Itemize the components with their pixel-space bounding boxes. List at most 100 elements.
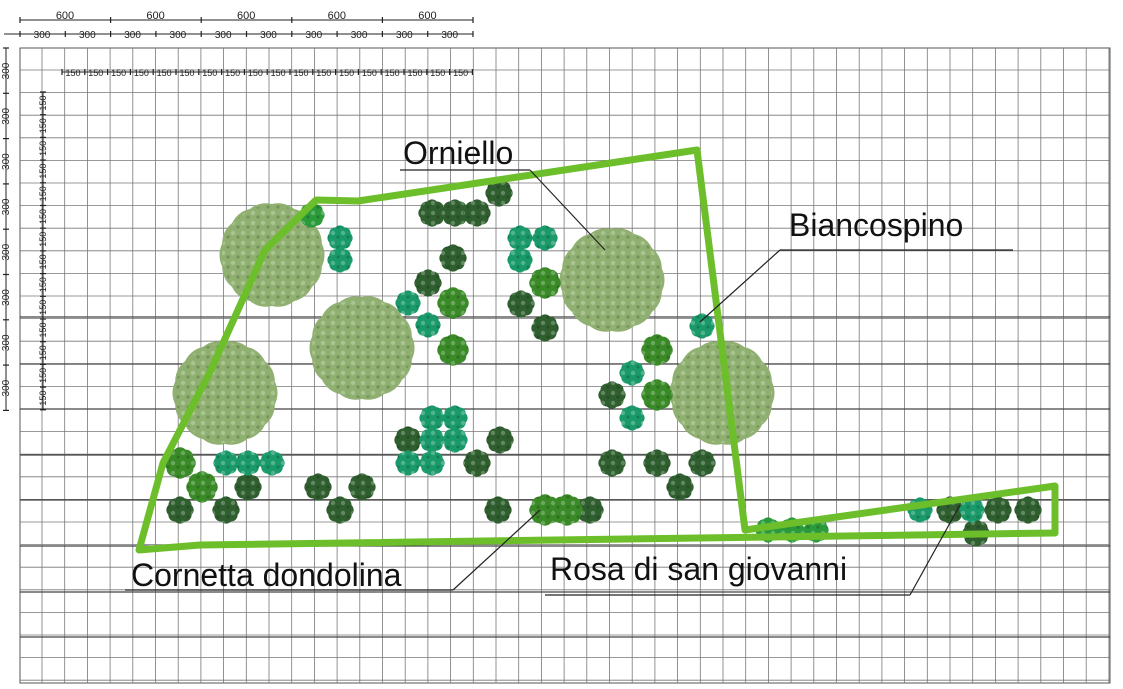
shrub-dark — [234, 473, 262, 501]
cornetta-dondolina-shrub — [551, 494, 583, 526]
biancospino-shrub — [419, 450, 445, 476]
dimension-label: 300 — [1, 108, 12, 125]
shrub-dark — [643, 449, 671, 477]
dimension-label: 150 — [362, 68, 377, 78]
dimension-label: 300 — [1, 198, 12, 215]
dimension-label: 150 — [134, 68, 149, 78]
biancospino-shrub — [259, 450, 285, 476]
orniello-tree — [559, 228, 665, 332]
biancospino-shrub — [395, 450, 421, 476]
biancospino-shrub — [327, 225, 353, 251]
dimension-label: 150 — [111, 68, 126, 78]
cornetta-dondolina-shrub — [641, 334, 673, 366]
cornetta-dondolina-shrub — [437, 287, 469, 319]
shrub-dark — [439, 244, 467, 272]
dimension-label: 300 — [34, 30, 51, 41]
cornetta-dondolina-shrub — [529, 267, 561, 299]
biancospino-shrub — [395, 290, 421, 316]
shrub-dark — [394, 426, 422, 454]
dimension-label: 150 — [38, 391, 48, 406]
biancospino-shrub — [532, 225, 558, 251]
dimension-label: 300 — [79, 30, 96, 41]
dimension-label: 150 — [407, 68, 422, 78]
planting-bed-boundary — [135, 146, 1059, 554]
biancospino-shrub — [507, 247, 533, 273]
shrub-dark — [666, 473, 694, 501]
dimension-label: 150 — [316, 68, 331, 78]
biancospino-shrub — [442, 427, 468, 453]
shrub-dark — [463, 199, 491, 227]
dimension-label: 300 — [1, 62, 12, 79]
orniello-tree — [172, 341, 278, 445]
dimension-label: 300 — [124, 30, 141, 41]
shrub-dark — [984, 496, 1012, 524]
dimension-label: 150 — [385, 68, 400, 78]
leader-lines — [125, 169, 1013, 596]
biancospino-shrub — [213, 450, 239, 476]
dimension-label: 600 — [237, 10, 255, 22]
shrub-dark — [484, 496, 512, 524]
dimension-label: 150 — [38, 345, 48, 360]
dimension-label: 150 — [38, 209, 48, 224]
cornetta-dondolina-shrub — [641, 379, 673, 411]
shrub-dark — [486, 426, 514, 454]
shrub-dark — [598, 381, 626, 409]
orniello-tree — [669, 341, 775, 445]
shrub-dark — [418, 199, 446, 227]
dimension-label: 150 — [453, 68, 468, 78]
dimension-label: 150 — [157, 68, 172, 78]
shrub-dark — [1014, 496, 1042, 524]
dimension-label: 150 — [38, 186, 48, 201]
biancospino-shrub — [415, 312, 441, 338]
shrub-dark — [463, 449, 491, 477]
shrub-dark — [531, 314, 559, 342]
biancospino-shrub — [419, 405, 445, 431]
shrub-dark — [507, 290, 535, 318]
shrub-dark — [688, 449, 716, 477]
biancospino-shrub — [507, 225, 533, 251]
cornetta-dondolina-shrub — [186, 471, 218, 503]
cornetta-dondolina-shrub — [437, 334, 469, 366]
label-orniello: Orniello — [403, 135, 513, 171]
dimension-label: 150 — [339, 68, 354, 78]
dimension-label: 150 — [65, 68, 80, 78]
dimension-label: 150 — [88, 68, 103, 78]
dimension-label: 300 — [1, 379, 12, 396]
dimension-label: 150 — [271, 68, 286, 78]
label-cornetta-dondolina: Cornetta dondolina — [131, 557, 402, 593]
biancospino-shrub — [419, 427, 445, 453]
dimension-label: 150 — [38, 118, 48, 133]
dimension-label: 150 — [179, 68, 194, 78]
dimension-label: 300 — [1, 243, 12, 260]
planting-grid — [19, 47, 1111, 684]
dimension-label: 150 — [38, 232, 48, 247]
shrub-dark — [166, 496, 194, 524]
dimension-label: 150 — [225, 68, 240, 78]
orniello-tree — [309, 296, 415, 400]
shrub-dark — [212, 496, 240, 524]
dimension-label: 150 — [38, 277, 48, 292]
dimension-label: 150 — [38, 300, 48, 315]
dimension-label: 300 — [1, 334, 12, 351]
dimension-label: 150 — [38, 368, 48, 383]
dimension-label: 150 — [38, 95, 48, 110]
dimension-label: 300 — [215, 30, 232, 41]
dimension-label: 600 — [56, 10, 74, 22]
label-biancospino: Biancospino — [789, 207, 963, 243]
dimension-label: 150 — [38, 164, 48, 179]
dimension-label: 300 — [396, 30, 413, 41]
biancospino-shrub — [327, 247, 353, 273]
shrub-dark — [598, 449, 626, 477]
dimension-label: 150 — [38, 322, 48, 337]
biancospino-shrub — [619, 405, 645, 431]
dimension-label: 150 — [202, 68, 217, 78]
dimension-label: 300 — [170, 30, 187, 41]
shrub-dark — [576, 496, 604, 524]
label-rosa-di-san-giovanni: Rosa di san giovanni — [550, 551, 847, 587]
shrub-dark — [414, 269, 442, 297]
dimension-label: 150 — [430, 68, 445, 78]
biancospino-shrub — [235, 450, 261, 476]
dimension-label: 300 — [1, 153, 12, 170]
dimension-label: 300 — [441, 30, 458, 41]
